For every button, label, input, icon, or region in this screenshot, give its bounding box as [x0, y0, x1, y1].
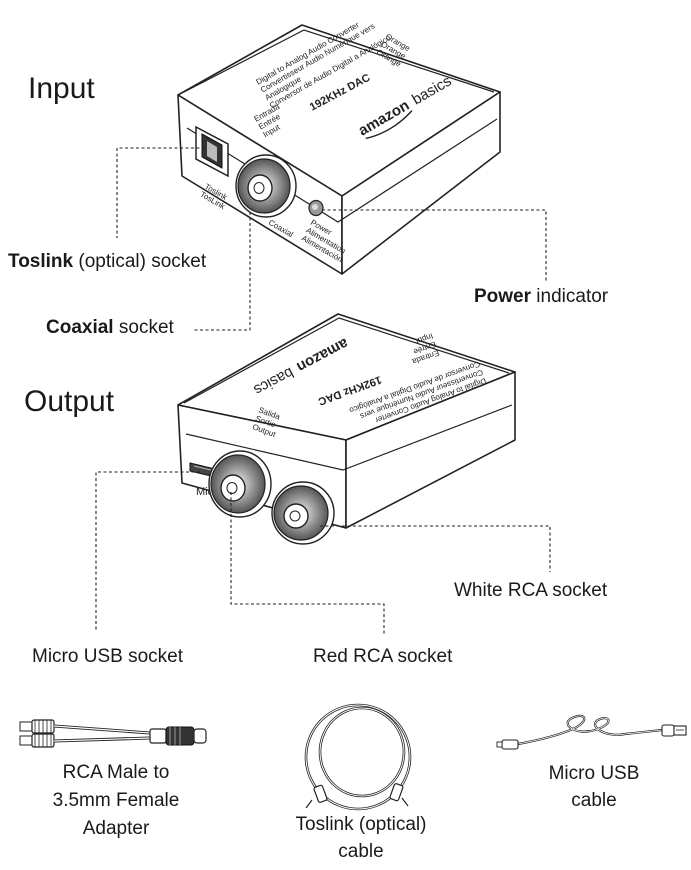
- red-rca-callout: Red RCA socket: [313, 646, 453, 667]
- micro-usb-leader-line: [95, 471, 200, 630]
- rca-adapter-caption: RCA Male to: [63, 762, 170, 783]
- white-rca-callout: White RCA socket: [454, 580, 608, 601]
- coaxial-callout: Coaxial socket: [46, 317, 175, 338]
- input-device: Digital to Analog Audio Converter Conver…: [177, 20, 501, 275]
- red-rca-leader-line: [230, 492, 385, 634]
- output-device: amazon basics 192KHz DAC Digital to Anal…: [177, 313, 516, 545]
- toslink-socket: [195, 125, 229, 178]
- power-callout: Power indicator: [474, 286, 609, 307]
- micro-usb-callout: Micro USB socket: [32, 646, 184, 667]
- toslink-cable-caption: cable: [338, 841, 383, 862]
- output-section-title: Output: [24, 385, 115, 418]
- power-led: [308, 199, 324, 217]
- white-rca-socket: [271, 481, 335, 545]
- white-rca-leader-line: [320, 525, 551, 572]
- red-rca-socket: [208, 450, 272, 518]
- micro-usb-cable-caption: Micro USB: [549, 763, 640, 784]
- toslink-callout: Toslink (optical) socket: [8, 251, 207, 272]
- toslink-leader-line: [116, 147, 205, 238]
- rca-adapter-illustration: [19, 719, 207, 748]
- toslink-cable-illustration: [304, 703, 412, 811]
- coaxial-socket: [235, 154, 297, 218]
- power-leader-line: [322, 209, 547, 282]
- coaxial-leader-line: [192, 212, 251, 331]
- rca-adapter-caption: Adapter: [83, 818, 150, 839]
- micro-usb-cable-caption: cable: [571, 790, 616, 811]
- toslink-cable-caption: Toslink (optical): [296, 814, 427, 835]
- micro-usb-cable-illustration: [496, 714, 687, 750]
- input-section-title: Input: [28, 72, 95, 105]
- rca-adapter-caption: 3.5mm Female: [53, 790, 180, 811]
